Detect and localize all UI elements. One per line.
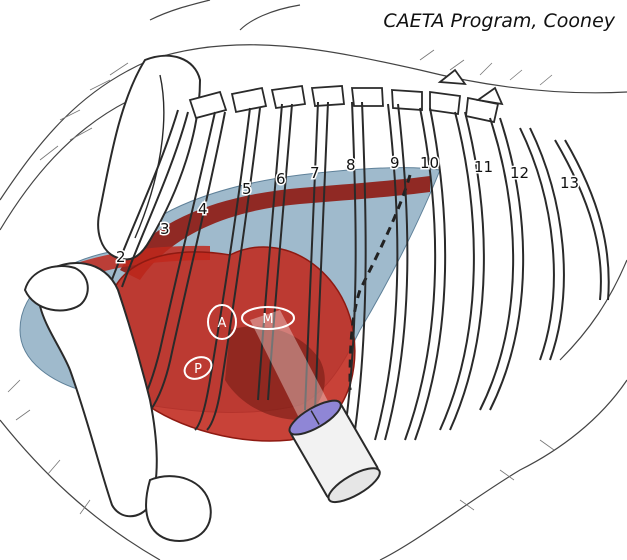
rib-number-13: 13: [560, 174, 579, 192]
rib-number-3: 3: [160, 220, 170, 238]
credit-caption: CAETA Program, Cooney: [383, 10, 615, 32]
rib-number-8: 8: [346, 156, 356, 174]
valve-label-mitral: M: [262, 312, 273, 327]
valve-label-pulmonic: P: [194, 362, 202, 377]
rib-number-6: 6: [276, 170, 286, 188]
rib-number-12: 12: [510, 164, 529, 182]
rib-number-10: 10: [420, 154, 439, 172]
rib-number-5: 5: [242, 180, 252, 198]
valve-label-aortic: A: [218, 316, 227, 331]
rib-number-7: 7: [310, 164, 320, 182]
rib-number-9: 9: [390, 154, 400, 172]
elbow: [146, 476, 211, 541]
rib-number-4: 4: [198, 200, 208, 218]
rib-number-11: 11: [474, 158, 493, 176]
rib-number-2: 2: [116, 248, 126, 266]
